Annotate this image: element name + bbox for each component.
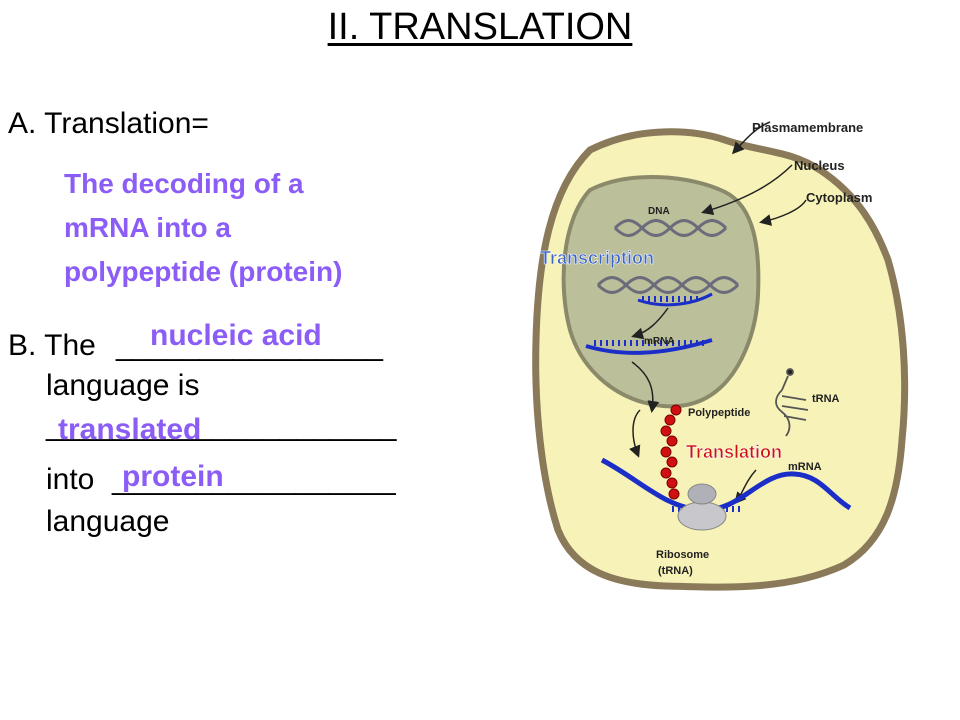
language-is-text: language is [46, 369, 200, 402]
dna-helix [596, 219, 740, 294]
answer-protein: protein [122, 460, 224, 493]
blank-line-2: _____________________ [46, 409, 397, 442]
blank-line-3: _________________ [112, 463, 396, 496]
ribosome-label-2: (tRNA) [658, 565, 693, 577]
slide-title: II. TRANSLATION [327, 6, 633, 48]
section-a-label: A. Translation= [8, 107, 209, 140]
language-text: language [46, 505, 170, 538]
trna-shape [775, 368, 809, 437]
nucleus-label: Nucleus [794, 158, 845, 173]
nucleus-mrna-label: mRNA [644, 336, 675, 347]
trna-label: tRNA [812, 393, 840, 405]
ribosome-shape [677, 483, 727, 531]
cytoplasm-label: Cytoplasm [806, 190, 872, 205]
answer-nucleic-acid: nucleic acid [150, 319, 322, 352]
dna-label: DNA [648, 206, 670, 217]
transcription-label: Transcription [540, 248, 654, 268]
blank-line-1: ________________ [116, 329, 383, 362]
polypeptide-chain [660, 404, 682, 500]
definition-line-2: mRNA into a [64, 212, 231, 243]
cytoplasm-mrna-label: mRNA [788, 461, 822, 473]
cell-diagram: DNA Transcription mRNA Plasmamembrane Nu… [532, 120, 909, 591]
plasma-membrane-label: Plasmamembrane [752, 120, 863, 135]
ribosome-label-1: Ribosome [656, 549, 709, 561]
definition-line-1: The decoding of a [64, 168, 304, 199]
answer-translated: translated [58, 413, 202, 446]
translation-label: Translation [686, 442, 782, 462]
translation-definition: The decoding of a mRNA into a polypeptid… [64, 162, 342, 294]
definition-line-3: polypeptide (protein) [64, 256, 343, 287]
section-b-prefix: B. The [8, 329, 96, 362]
into-text: into [46, 463, 95, 496]
polypeptide-label: Polypeptide [688, 407, 750, 419]
cytoplasm-mrna [600, 457, 852, 513]
